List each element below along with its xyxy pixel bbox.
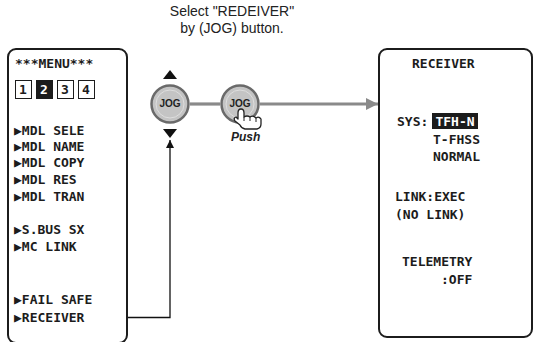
node-line: ▶MDL NAME <box>14 139 84 154</box>
jog-circle <box>152 86 189 123</box>
jog-button: JOG <box>150 68 190 140</box>
node-text: JOG <box>159 98 180 110</box>
jog-button: JOG <box>220 84 260 124</box>
pressing-hand <box>234 109 261 129</box>
node-text: ***MENU*** <box>15 56 93 71</box>
page-tab: 1 <box>15 80 32 99</box>
down-triangle <box>163 129 177 138</box>
flow-arrow <box>128 140 170 318</box>
node-line: T-FHSS <box>433 132 480 147</box>
lcd-receiver-screen: RECEIVER SYS: T-FHSS NORMAL LINK:EXEC (NO LIN… <box>378 48 533 338</box>
node-line: ▶FAIL SAFE <box>14 292 92 307</box>
node-line: SYS: <box>397 114 428 129</box>
node-line: ▶MDL SELE <box>14 123 84 138</box>
up-triangle <box>163 70 177 79</box>
page-tab-active: 2 <box>36 80 53 99</box>
node-line: TELEMETRY <box>402 254 472 269</box>
page-tab: 4 <box>78 80 95 99</box>
node-line: ▶S.BUS SX <box>14 222 84 237</box>
jog-ring <box>156 90 184 118</box>
node-line: ▶RECEIVER <box>14 310 84 325</box>
node-text: JOG <box>229 98 250 110</box>
node-text: 2 <box>40 82 48 97</box>
lcd-menu-screen: ***MENU*** ▶MDL SELE▶MDL NAME▶MDL COPY ▶MD… <box>7 48 128 342</box>
action-label: Push <box>231 130 260 144</box>
selected-option: TFH-N <box>432 113 478 129</box>
node-line: LINK:EXEC <box>395 189 465 204</box>
page-tab: 3 <box>57 80 74 99</box>
node-line: ▶MDL TRAN <box>14 189 84 204</box>
flow-arrow <box>260 102 378 105</box>
node-text: 4 <box>82 82 90 97</box>
connector-group <box>128 104 378 318</box>
node-line: ▶MDL RES <box>14 172 77 187</box>
instruction-text: Select "REDEIVER" by (JOG) button. <box>161 3 303 37</box>
node-line: :OFF <box>441 272 472 287</box>
node-text: 3 <box>61 82 69 97</box>
node-text: TFH-N <box>435 114 474 129</box>
node-text: 1 <box>19 82 27 97</box>
node-line: ▶MC LINK <box>14 239 77 254</box>
flow-arrow <box>190 102 220 105</box>
node-line: ▶MDL COPY <box>14 155 84 170</box>
node-line: (NO LINK) <box>395 207 465 222</box>
node-text: RECEIVER <box>412 56 475 71</box>
node-line: NORMAL <box>433 149 480 164</box>
